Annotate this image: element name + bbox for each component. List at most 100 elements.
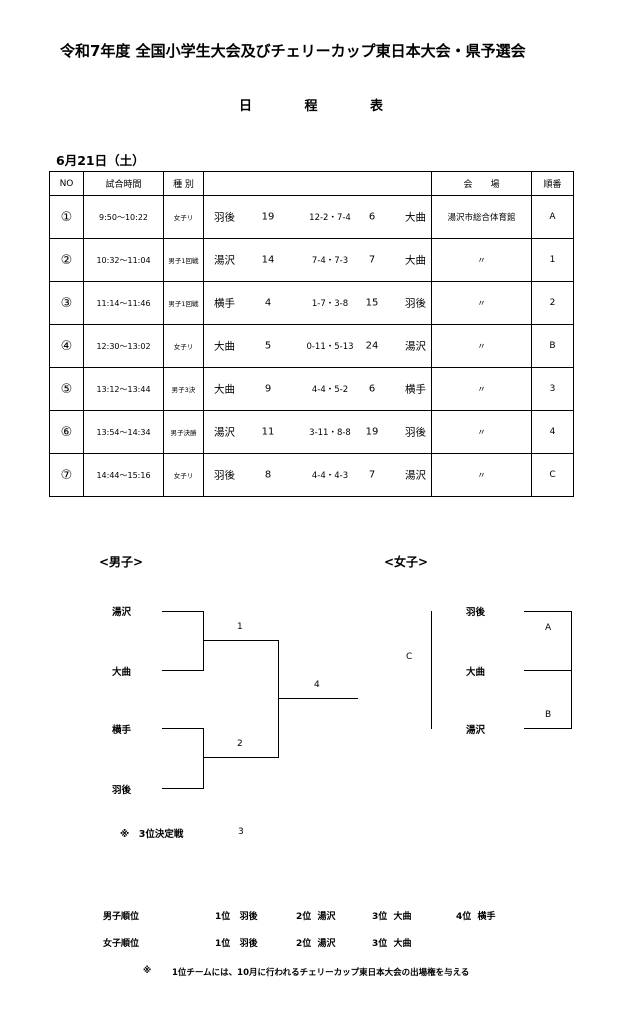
score-detail: 4-4・4-3 — [311, 471, 349, 481]
boys-team-3: 横手 — [112, 725, 132, 736]
cell-venue: 〃 — [431, 410, 532, 454]
boys-bracket-line — [203, 757, 279, 758]
cell-order: 4 — [531, 410, 574, 454]
score-1: 9 — [264, 383, 272, 395]
boys-rank-1: 1位 羽後 — [215, 912, 258, 922]
cell-no: ③ — [49, 281, 84, 325]
event-date: 6月21日（土） — [56, 153, 145, 168]
third-place-match-label: 3 — [238, 827, 244, 837]
team-2: 大曲 — [405, 211, 426, 224]
footer-note: 1位チームには、10月に行われるチェリーカップ東日本大会の出場権を与える — [172, 968, 470, 978]
score-1: 5 — [264, 340, 272, 352]
header-time: 試合時間 — [83, 171, 164, 196]
cell-venue: 湯沢市総合体育館 — [431, 195, 532, 239]
girls-match-b-label: B — [545, 710, 552, 720]
score-2: 6 — [368, 383, 376, 395]
cell-venue: 〃 — [431, 367, 532, 411]
cell-order: 2 — [531, 281, 574, 325]
cell-type: 女子リ — [163, 195, 204, 239]
header-venue: 会 場 — [431, 171, 532, 196]
boys-match-1-label: 1 — [237, 622, 243, 632]
boys-bracket-line — [278, 698, 358, 699]
boys-bracket-heading: <男子> — [99, 555, 144, 569]
table-header-row: NO 試合時間 種 別 会 場 順番 — [49, 171, 574, 196]
team-1: 羽後 — [214, 211, 235, 224]
score-1: 4 — [264, 297, 272, 309]
team-1: 羽後 — [214, 469, 235, 482]
score-2: 6 — [368, 211, 376, 223]
girls-rank-3: 3位 大曲 — [372, 939, 412, 949]
cell-type: 男子1回戦 — [163, 281, 204, 325]
cell-order: A — [531, 195, 574, 239]
girls-bracket-line — [524, 728, 572, 729]
cell-venue: 〃 — [431, 453, 532, 497]
cell-no: ⑦ — [49, 453, 84, 497]
header-type: 種 別 — [163, 171, 204, 196]
team-1: 大曲 — [214, 383, 235, 396]
cell-time: 9:50〜10:22 — [83, 195, 164, 239]
score-2: 24 — [365, 340, 379, 352]
boys-final-label: 4 — [314, 680, 320, 690]
cell-no: ② — [49, 238, 84, 282]
girls-bracket-line — [431, 611, 432, 729]
score-detail: 7-4・7-3 — [311, 256, 349, 266]
boys-team-1: 湯沢 — [112, 607, 132, 618]
girls-rank-2: 2位 湯沢 — [296, 939, 336, 949]
document-title: 令和7年度 全国小学生大会及びチェリーカップ東日本大会・県予選会 — [60, 42, 526, 60]
boys-rank-3: 3位 大曲 — [372, 912, 412, 922]
score-detail: 1-7・3-8 — [311, 299, 349, 309]
score-detail: 0-11・5-13 — [306, 342, 354, 352]
cell-type: 男子決勝 — [163, 410, 204, 454]
header-no: NO — [49, 171, 84, 196]
cell-type: 女子リ — [163, 324, 204, 368]
third-place-note: ※ 3位決定戦 — [120, 829, 184, 840]
cell-type: 男子3決 — [163, 367, 204, 411]
cell-type: 女子リ — [163, 453, 204, 497]
girls-match-c-label: C — [406, 652, 413, 662]
boys-bracket-line — [162, 670, 204, 671]
girls-bracket-line — [524, 670, 572, 671]
footer-note-mark: ※ — [143, 966, 152, 976]
boys-rank-4: 4位 横手 — [456, 912, 496, 922]
score-detail: 4-4・5-2 — [311, 385, 349, 395]
girls-team-2: 大曲 — [466, 667, 486, 678]
boys-ranking-label: 男子順位 — [103, 912, 140, 922]
girls-bracket-line — [571, 611, 572, 729]
team-1: 湯沢 — [214, 254, 235, 267]
cell-order: 3 — [531, 367, 574, 411]
cell-time: 13:54〜14:34 — [83, 410, 164, 454]
team-1: 横手 — [214, 297, 235, 310]
score-2: 19 — [365, 426, 379, 438]
team-2: 横手 — [405, 383, 426, 396]
cell-venue: 〃 — [431, 324, 532, 368]
cell-order: 1 — [531, 238, 574, 282]
cell-order: C — [531, 453, 574, 497]
girls-team-1: 羽後 — [466, 607, 486, 618]
cell-time: 13:12〜13:44 — [83, 367, 164, 411]
score-1: 11 — [261, 426, 275, 438]
header-match — [203, 171, 432, 196]
girls-team-3: 湯沢 — [466, 725, 486, 736]
cell-time: 12:30〜13:02 — [83, 324, 164, 368]
cell-no: ⑥ — [49, 410, 84, 454]
girls-ranking-label: 女子順位 — [103, 939, 140, 949]
girls-bracket-line — [524, 611, 572, 612]
boys-team-4: 羽後 — [112, 785, 132, 796]
boys-bracket-line — [162, 611, 204, 612]
cell-time: 14:44〜15:16 — [83, 453, 164, 497]
score-1: 19 — [261, 211, 275, 223]
cell-venue: 〃 — [431, 281, 532, 325]
girls-match-a-label: A — [545, 623, 552, 633]
